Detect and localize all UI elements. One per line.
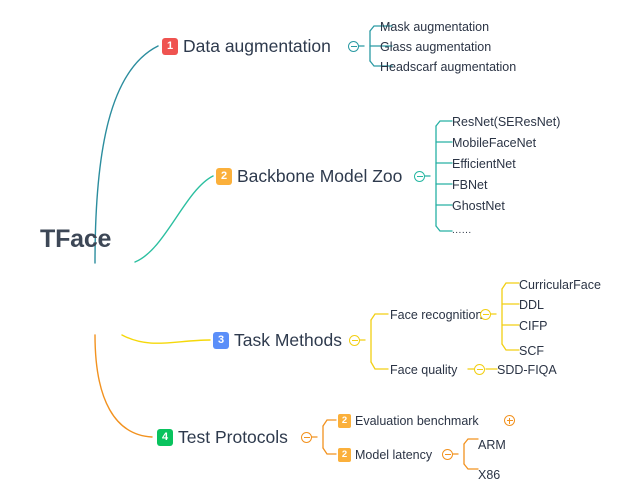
subbranch-node-model-latency[interactable]: 2 Model latency (338, 444, 432, 466)
branch-label: Task Methods (234, 329, 342, 350)
branch-label: Test Protocols (178, 426, 288, 447)
subbranch-label: Model latency (355, 448, 433, 462)
leaf-node-arm[interactable]: ARM (478, 434, 506, 456)
branch-index-badge: 3 (213, 331, 229, 349)
subbranch-index-badge: 2 (338, 448, 351, 462)
collapse-toggle-face-recognition[interactable] (480, 309, 491, 320)
leaf-label: X86 (478, 468, 501, 482)
collapse-toggle-backbone-model-zoo[interactable] (414, 171, 425, 182)
leaf-node-scf[interactable]: SCF (519, 340, 544, 362)
collapse-toggle-face-quality[interactable] (474, 364, 485, 375)
collapse-toggle-data-augmentation[interactable] (348, 41, 359, 52)
leaf-label: ResNet(SEResNet) (452, 115, 561, 129)
leaf-node-resnet[interactable]: ResNet(SEResNet) (452, 111, 560, 133)
bracket-branch2 (423, 120, 453, 232)
subbranch-index-badge: 2 (338, 414, 351, 428)
leaf-label: MobileFaceNet (452, 136, 537, 150)
bracket-branch4 (310, 419, 337, 455)
subbranch-label: Evaluation benchmark (355, 414, 479, 428)
leaf-node-ghostnet[interactable]: GhostNet (452, 195, 505, 217)
collapse-toggle-test-protocols[interactable] (301, 432, 312, 443)
leaf-label: Headscarf augmentation (380, 60, 517, 74)
branch-label: Backbone Model Zoo (237, 165, 403, 186)
bracket-branch3 (358, 313, 389, 370)
leaf-node-ellipsis[interactable]: ...... (452, 219, 472, 241)
collapse-toggle-task-methods[interactable] (349, 335, 360, 346)
leaf-label: CIFP (519, 319, 548, 333)
root-node[interactable]: TFace (40, 225, 112, 253)
leaf-label: FBNet (452, 178, 488, 192)
bracket-model-latency (451, 438, 479, 470)
edge-root-branch2 (134, 175, 214, 263)
leaf-label: Glass augmentation (380, 40, 492, 54)
branch-index-badge: 4 (157, 428, 173, 446)
leaf-node-efficientnet[interactable]: EfficientNet (452, 153, 516, 175)
branch-node-backbone-model-zoo[interactable]: 2 Backbone Model Zoo (216, 165, 402, 187)
subbranch-label: Face recognition (390, 308, 483, 322)
leaf-label: Mask augmentation (380, 20, 490, 34)
leaf-node-curricularface[interactable]: CurricularFace (519, 274, 601, 296)
leaf-label: ARM (478, 438, 506, 452)
subbranch-label: Face quality (390, 363, 458, 377)
branch-index-badge: 2 (216, 167, 232, 185)
edge-root-branch3 (121, 334, 211, 344)
collapse-toggle-model-latency[interactable] (442, 449, 453, 460)
leaf-node-fbnet[interactable]: FBNet (452, 174, 487, 196)
leaf-node-glass-augmentation[interactable]: Glass augmentation (380, 36, 491, 58)
leaf-node-mask-augmentation[interactable]: Mask augmentation (380, 16, 489, 38)
leaf-label: EfficientNet (452, 157, 516, 171)
subbranch-node-face-recognition[interactable]: Face recognition (390, 304, 482, 326)
subbranch-node-face-quality[interactable]: Face quality (390, 359, 457, 381)
leaf-node-sdd-fiqa[interactable]: SDD-FIQA (497, 359, 557, 381)
leaf-node-headscarf-augmentation[interactable]: Headscarf augmentation (380, 56, 516, 78)
subbranch-node-evaluation-benchmark[interactable]: 2 Evaluation benchmark (338, 410, 479, 432)
leaf-label: DDL (519, 298, 545, 312)
leaf-node-x86[interactable]: X86 (478, 464, 500, 486)
leaf-node-ddl[interactable]: DDL (519, 294, 544, 316)
leaf-node-mobilefacenet[interactable]: MobileFaceNet (452, 132, 536, 154)
expand-toggle-evaluation-benchmark[interactable] (504, 415, 515, 426)
branch-label: Data augmentation (183, 35, 331, 56)
branch-node-task-methods[interactable]: 3 Task Methods (213, 329, 342, 351)
leaf-label: SDD-FIQA (497, 363, 557, 377)
leaf-label: GhostNet (452, 199, 505, 213)
leaf-label: ...... (452, 224, 472, 236)
bracket-face-recognition (489, 282, 520, 351)
branch-index-badge: 1 (162, 37, 178, 55)
edge-root-branch4 (94, 334, 153, 438)
leaf-label: SCF (519, 344, 544, 358)
branch-node-data-augmentation[interactable]: 1 Data augmentation (162, 35, 331, 57)
branch-node-test-protocols[interactable]: 4 Test Protocols (157, 426, 288, 448)
leaf-node-cifp[interactable]: CIFP (519, 315, 547, 337)
leaf-label: CurricularFace (519, 278, 601, 292)
